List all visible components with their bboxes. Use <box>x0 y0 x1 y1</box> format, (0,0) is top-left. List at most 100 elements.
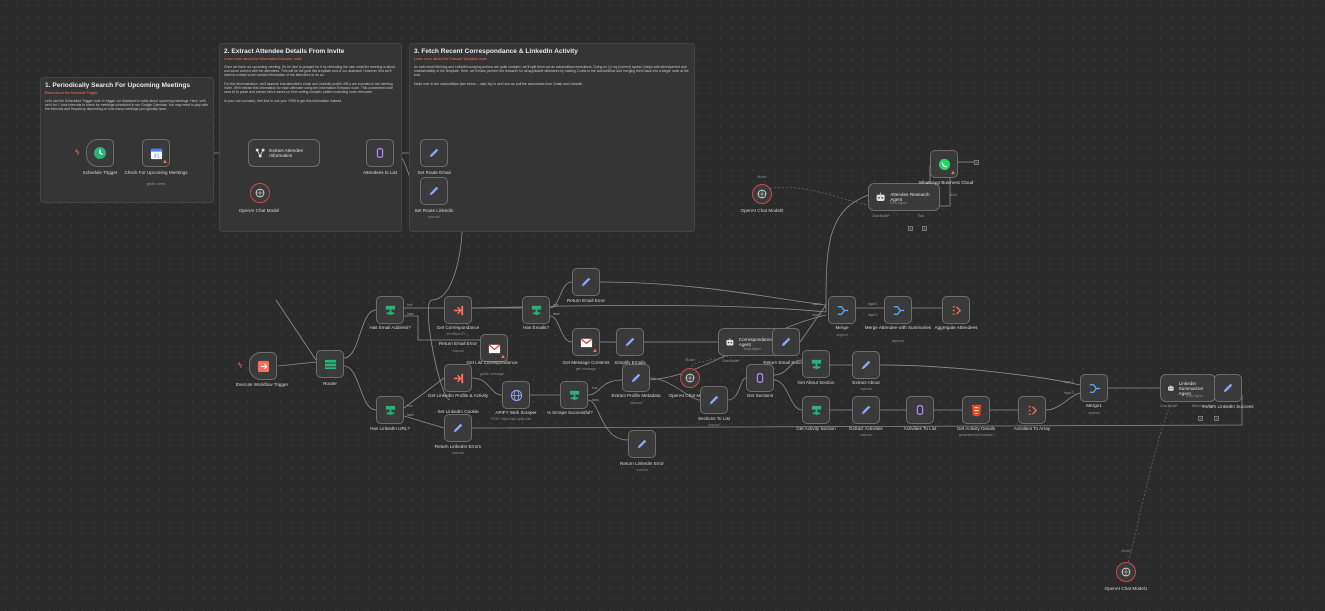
extract-activities-node[interactable] <box>852 396 880 424</box>
node-subtitle: manual <box>428 215 440 219</box>
sections-to-list-node[interactable] <box>700 386 728 414</box>
whatsapp-node[interactable]: ▲ <box>930 150 958 178</box>
branch-false-label: false <box>592 398 599 402</box>
input-1-label: Input 1 <box>1064 380 1074 384</box>
attendee-research-agent-node[interactable]: Attendee Research Agent <box>868 183 940 211</box>
node-label: Check For Upcoming Meetings <box>124 170 188 175</box>
activities-to-list-node[interactable] <box>906 396 934 424</box>
pencil-icon <box>429 186 439 196</box>
get-sections-node[interactable] <box>746 364 774 392</box>
add-port-button[interactable]: + <box>1214 416 1219 421</box>
merge-icon <box>893 305 904 315</box>
port-label: Chat Model* <box>722 359 740 363</box>
get-about-section-node[interactable] <box>802 350 830 378</box>
node-subtitle: manual <box>452 451 464 455</box>
get-linkedin-profile-node[interactable] <box>444 364 472 392</box>
note-link[interactable]: Learn more about the Execute Workflow no… <box>414 57 488 61</box>
branch-true-label: true <box>407 303 413 307</box>
node-label: Has Email Address? <box>369 325 411 330</box>
has-emails-node[interactable] <box>522 296 550 324</box>
has-email-node[interactable] <box>376 296 404 324</box>
attendees-to-list-node[interactable] <box>366 139 394 167</box>
warning-icon: ▲ <box>592 348 598 354</box>
return-linkedin-error1-node[interactable] <box>444 414 472 442</box>
has-linkedin-node[interactable] <box>376 396 404 424</box>
sticky-note-1[interactable]: 1. Periodically Search For Upcoming Meet… <box>40 77 214 203</box>
get-activity-section-node[interactable] <box>802 396 830 424</box>
get-list-correspondence-node[interactable]: ▲ <box>480 334 508 362</box>
node-label: Aggregate Attendees <box>934 325 978 330</box>
html-icon <box>971 404 981 417</box>
is-scrape-successful-node[interactable] <box>560 381 588 409</box>
simplify-emails-node[interactable] <box>616 328 644 356</box>
aggregate-icon <box>1028 405 1037 415</box>
openai-model2-node[interactable] <box>752 184 772 204</box>
pencil-icon <box>631 373 641 383</box>
pencil-icon <box>709 395 719 405</box>
extract-profile-metadata-node[interactable] <box>622 364 650 392</box>
add-port-button[interactable]: + <box>1198 416 1203 421</box>
linkedin-summarizer-node[interactable]: LinkedIn Summarizer Agent <box>1160 374 1216 402</box>
svg-text:31: 31 <box>153 153 159 159</box>
get-activity-details-node[interactable] <box>962 396 990 424</box>
router-node[interactable] <box>316 350 344 378</box>
node-label: Merge Attendee with Summaries <box>864 325 932 330</box>
openai-model-node[interactable] <box>250 183 270 203</box>
set-route-email-node[interactable] <box>420 139 448 167</box>
node-label: OpenAI Chat Model1 <box>1104 586 1148 591</box>
get-message-contents-node[interactable]: ▲ <box>572 328 600 356</box>
merge-attendee-node[interactable] <box>884 296 912 324</box>
add-node-button[interactable]: + <box>974 160 979 165</box>
pencil-icon <box>781 337 791 347</box>
return-linkedin-error-node[interactable] <box>628 430 656 458</box>
warning-icon: ▲ <box>950 170 956 176</box>
clock-icon <box>94 147 106 159</box>
if-icon <box>385 405 395 415</box>
return-email-success-node[interactable] <box>772 328 800 356</box>
add-port-button[interactable]: + <box>908 226 913 231</box>
extractor-icon <box>255 148 265 158</box>
node-label: OpenAI Chat Model2 <box>740 208 784 213</box>
openai-model1-node[interactable] <box>1116 562 1136 582</box>
note-title: 1. Periodically Search For Upcoming Meet… <box>45 82 191 89</box>
node-subtitle: append <box>1088 411 1100 415</box>
pencil-icon <box>637 439 647 449</box>
sticky-note-2[interactable]: 2. Extract Attendee Details From Invite … <box>219 43 402 232</box>
return-linkedin-success-node[interactable] <box>1214 374 1242 402</box>
execute-workflow-trigger-node[interactable] <box>249 352 277 380</box>
extract-about-node[interactable] <box>852 351 880 379</box>
if-icon <box>385 305 395 315</box>
apify-scraper-node[interactable] <box>502 381 530 409</box>
add-port-button[interactable]: + <box>922 226 927 231</box>
note-link[interactable]: Read about the Schedule Trigger <box>45 91 98 95</box>
pencil-icon <box>861 360 871 370</box>
node-subtitle: Tools Agent <box>743 347 761 351</box>
set-route-linkedin-node[interactable] <box>420 177 448 205</box>
node-label: Sections To List <box>697 416 731 421</box>
node-label: Get Message Contents <box>562 360 610 365</box>
split-icon <box>756 373 764 383</box>
node-label: Return Email Error <box>566 298 606 303</box>
openai-icon <box>757 189 767 199</box>
node-label: Return LinkedIn Error1 <box>434 444 482 449</box>
robot-icon <box>876 192 885 201</box>
extract-attendee-node[interactable]: Extract Attendee Information <box>248 139 320 167</box>
return-email-error-node[interactable] <box>572 268 600 296</box>
note-link[interactable]: Learn more about the Information Extract… <box>224 57 302 61</box>
sticky-note-3[interactable]: 3. Fetch Recent Correspondance & LinkedI… <box>409 43 695 232</box>
workflow-icon <box>453 373 463 383</box>
aggregate-attendees-node[interactable] <box>942 296 970 324</box>
node-subtitle: manual <box>860 433 872 437</box>
note-body: Once we have our upcoming meeting, it's … <box>224 65 396 103</box>
openai-model3-node[interactable] <box>680 368 700 388</box>
branch-false-label: false <box>407 413 414 417</box>
branch-true-label: true <box>407 404 413 408</box>
check-meetings-node[interactable]: 31 ▲ <box>142 139 170 167</box>
merge1-node[interactable] <box>1080 374 1108 402</box>
merge-node[interactable] <box>828 296 856 324</box>
get-correspondance-node[interactable] <box>444 296 472 324</box>
schedule-trigger-node[interactable] <box>86 139 114 167</box>
activities-to-array-node[interactable] <box>1018 396 1046 424</box>
input-2-label: Input 2 <box>812 313 822 317</box>
